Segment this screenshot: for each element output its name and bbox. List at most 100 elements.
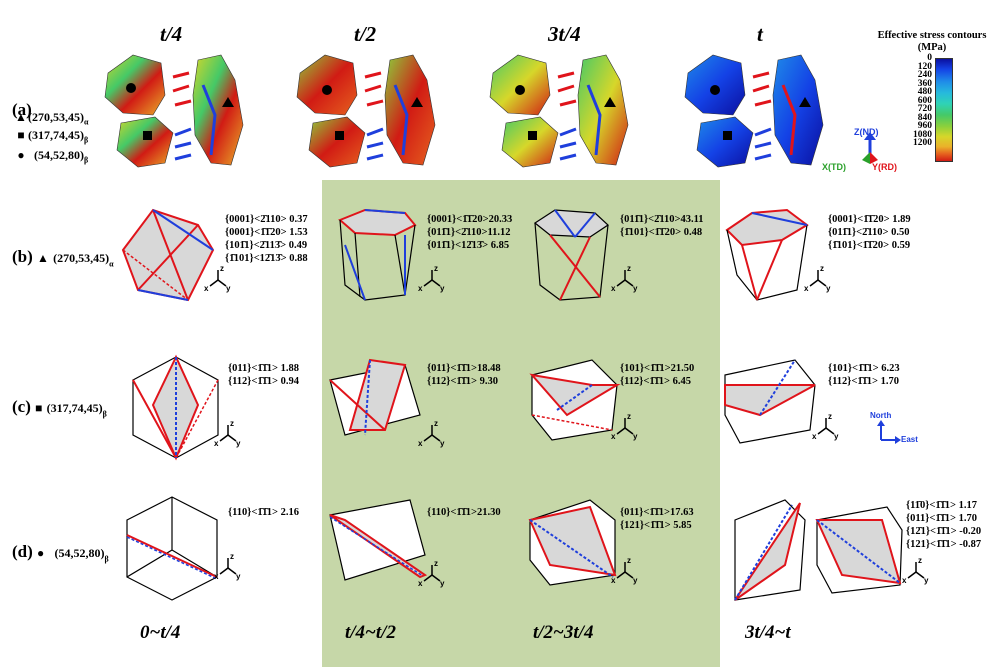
triad-axis	[907, 571, 917, 579]
triad-label: z	[627, 556, 631, 565]
col-title-t2: t/2	[354, 22, 377, 46]
bcc-cell-c1	[132, 354, 219, 461]
triad-axis	[227, 567, 237, 575]
stress-contour-3t4	[489, 54, 629, 168]
hcp-cell-b2	[338, 208, 417, 301]
triad-axis	[431, 279, 441, 287]
triad-label: y	[633, 284, 638, 293]
triad-label: x	[812, 432, 817, 441]
slip-list-b1: {0001}<2̄110> 0.37{0001}<1̄1̄20> 1.53{10…	[225, 214, 308, 264]
triad-label: x	[804, 284, 809, 293]
triad-label: z	[230, 552, 234, 561]
row-label-d: (d) ● (54,52,80)β	[12, 542, 109, 564]
bcc-cell-c2	[329, 358, 421, 436]
slip-list-c4: {101}<1̄1̄1> 6.23{112}<1̄1̄1> 1.70	[828, 363, 900, 387]
triad-axis	[624, 571, 634, 579]
triad-label: z	[918, 556, 922, 565]
triad-label: y	[924, 576, 929, 585]
row-label-b: (b) ▲ (270,53,45)α	[12, 247, 114, 269]
triad-axis	[825, 427, 835, 435]
triad-label: x	[611, 284, 616, 293]
row-label-a: (a)	[12, 100, 32, 119]
triad-label: x	[214, 439, 219, 448]
triad-label: x	[204, 284, 209, 293]
axis-label-y: Y(RD)	[872, 162, 897, 172]
triad-axis	[431, 434, 441, 442]
hcp-cell-b3	[533, 209, 609, 301]
axis-label-x: X(TD)	[822, 162, 846, 172]
hcp-cell-b4	[725, 208, 809, 301]
bcc-cell-c3	[529, 359, 621, 441]
triad-axis	[217, 279, 227, 287]
triad-axis	[624, 427, 634, 435]
triad-label: z	[434, 264, 438, 273]
triad-label: z	[627, 412, 631, 421]
triad-label: y	[633, 432, 638, 441]
triad-label: x	[611, 432, 616, 441]
triad-axis	[227, 434, 237, 442]
compass-east: East	[901, 435, 918, 444]
compass-icon	[877, 420, 901, 444]
slip-list-c2: {011}<1̄1̄1>18.48{112}<1̄1̄1> 9.30	[427, 363, 501, 387]
triad-label: y	[633, 576, 638, 585]
range-title-3: t/2~3t/4	[533, 622, 594, 643]
slip-list-b2: {0001}<1̄1̄20>20.33{011̄1}<2̄110>11.12{0…	[427, 214, 513, 251]
bcc-cell-d1	[126, 496, 218, 601]
triad-axis	[423, 574, 433, 582]
triad-label: z	[230, 419, 234, 428]
triad-axis	[219, 567, 229, 575]
triad-label: y	[226, 284, 231, 293]
triad-axis	[616, 427, 626, 435]
triad-axis	[915, 571, 925, 579]
slip-list-c1: {011}<1̄1̄1> 1.88{112}<1̄1̄1> 0.94	[228, 363, 300, 387]
slip-list-d4: {11̄0}<1̄1̄1> 1.17{011}<1̄1̄1> 1.70{12̄1…	[906, 500, 982, 550]
stress-contour-t	[684, 54, 824, 168]
triad-label: y	[440, 284, 445, 293]
triad-label: z	[434, 419, 438, 428]
triad-axis	[624, 279, 634, 287]
triad-label: z	[434, 559, 438, 568]
grain-legend-beta2: ●(54,52,80)β	[17, 148, 89, 165]
bcc-cell-d3	[528, 499, 617, 586]
hcp-cell-b1	[121, 208, 215, 302]
triad-axis	[616, 279, 626, 287]
triad-axis	[817, 427, 827, 435]
triad-axis	[219, 434, 229, 442]
triad-label: x	[418, 284, 423, 293]
reference-axes-icon	[862, 132, 878, 164]
triad-label: z	[828, 412, 832, 421]
bcc-cell-d4b	[815, 506, 903, 594]
col-title-t4: t/4	[160, 22, 183, 46]
triad-axis	[431, 574, 441, 582]
slip-list-d2: {110}<1̄1̄1>21.30	[427, 507, 501, 518]
triad-label: z	[820, 264, 824, 273]
col-title-t: t	[757, 22, 763, 46]
triad-label: x	[902, 576, 907, 585]
triad-label: y	[826, 284, 831, 293]
grain-legend-alpha: ▲(270,53,45)α	[15, 110, 89, 127]
slip-list-d1: {110}<1̄1̄1> 2.16	[228, 507, 300, 518]
triad-label: y	[440, 579, 445, 588]
range-title-2: t/4~t/2	[345, 622, 396, 643]
triad-label: z	[220, 264, 224, 273]
triad-axis	[209, 279, 219, 287]
bcc-cell-d2	[329, 499, 428, 581]
grain-legend-beta1: ■(317,74,45)β	[17, 128, 89, 145]
bcc-cell-c4	[724, 359, 816, 444]
triad-axis	[423, 279, 433, 287]
triad-label: x	[418, 439, 423, 448]
triad-label: x	[611, 576, 616, 585]
stress-contour-t2	[296, 54, 436, 168]
legend-colorbar	[935, 58, 953, 162]
col-title-3t4: 3t/4	[548, 22, 581, 46]
triad-label: y	[236, 572, 241, 581]
triad-axis	[616, 571, 626, 579]
row-label-c: (c) ■ (317,74,45)β	[12, 397, 107, 419]
slip-list-b4: {0001}<1̄1̄20> 1.89{011̄1}<2̄110> 0.50{1…	[828, 214, 911, 251]
triad-label: y	[834, 432, 839, 441]
triad-label: y	[236, 439, 241, 448]
stress-contour-t4	[104, 54, 244, 168]
triad-label: x	[214, 572, 219, 581]
